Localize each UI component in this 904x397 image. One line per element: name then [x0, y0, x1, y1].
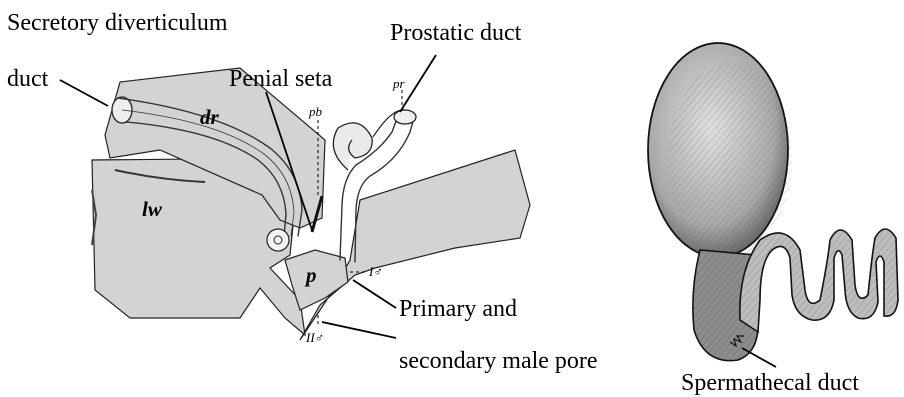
duct-leader	[60, 80, 108, 106]
annot-pr: pr	[392, 76, 406, 91]
spermatheca-figure: Spermathecal duct	[648, 43, 898, 396]
prostatic-coil	[333, 123, 372, 170]
annot-pb: pb	[308, 104, 323, 119]
annot-lw: lw	[142, 197, 163, 221]
prostatic-duct-leader	[400, 55, 436, 112]
primary-pore-leader	[353, 280, 396, 308]
seta-coil	[267, 229, 289, 251]
spermathecal-duct-leader	[742, 348, 776, 367]
prostatic-duct-end	[394, 110, 416, 124]
male-pore-figure: Secretory diverticulum duct Penial seta …	[7, 10, 598, 374]
label-secondary-male-pore: secondary male pore	[399, 348, 598, 374]
label-spermathecal-duct: Spermathecal duct	[681, 370, 859, 396]
label-penial-seta: Penial seta	[229, 66, 333, 92]
label-duct: duct	[7, 66, 49, 92]
label-secretory-diverticulum: Secretory diverticulum	[7, 10, 228, 36]
annot-p: p	[304, 263, 317, 287]
annot-i-male: I♂	[368, 264, 383, 279]
label-prostatic-duct: Prostatic duct	[390, 20, 522, 46]
secondary-pore-leader	[322, 322, 396, 338]
annot-ii-male: II♂	[305, 330, 324, 345]
coils-hatching	[740, 229, 898, 332]
annot-dr: dr	[200, 105, 220, 129]
ampulla-hatching	[668, 63, 792, 257]
label-primary-and: Primary and	[399, 296, 517, 322]
